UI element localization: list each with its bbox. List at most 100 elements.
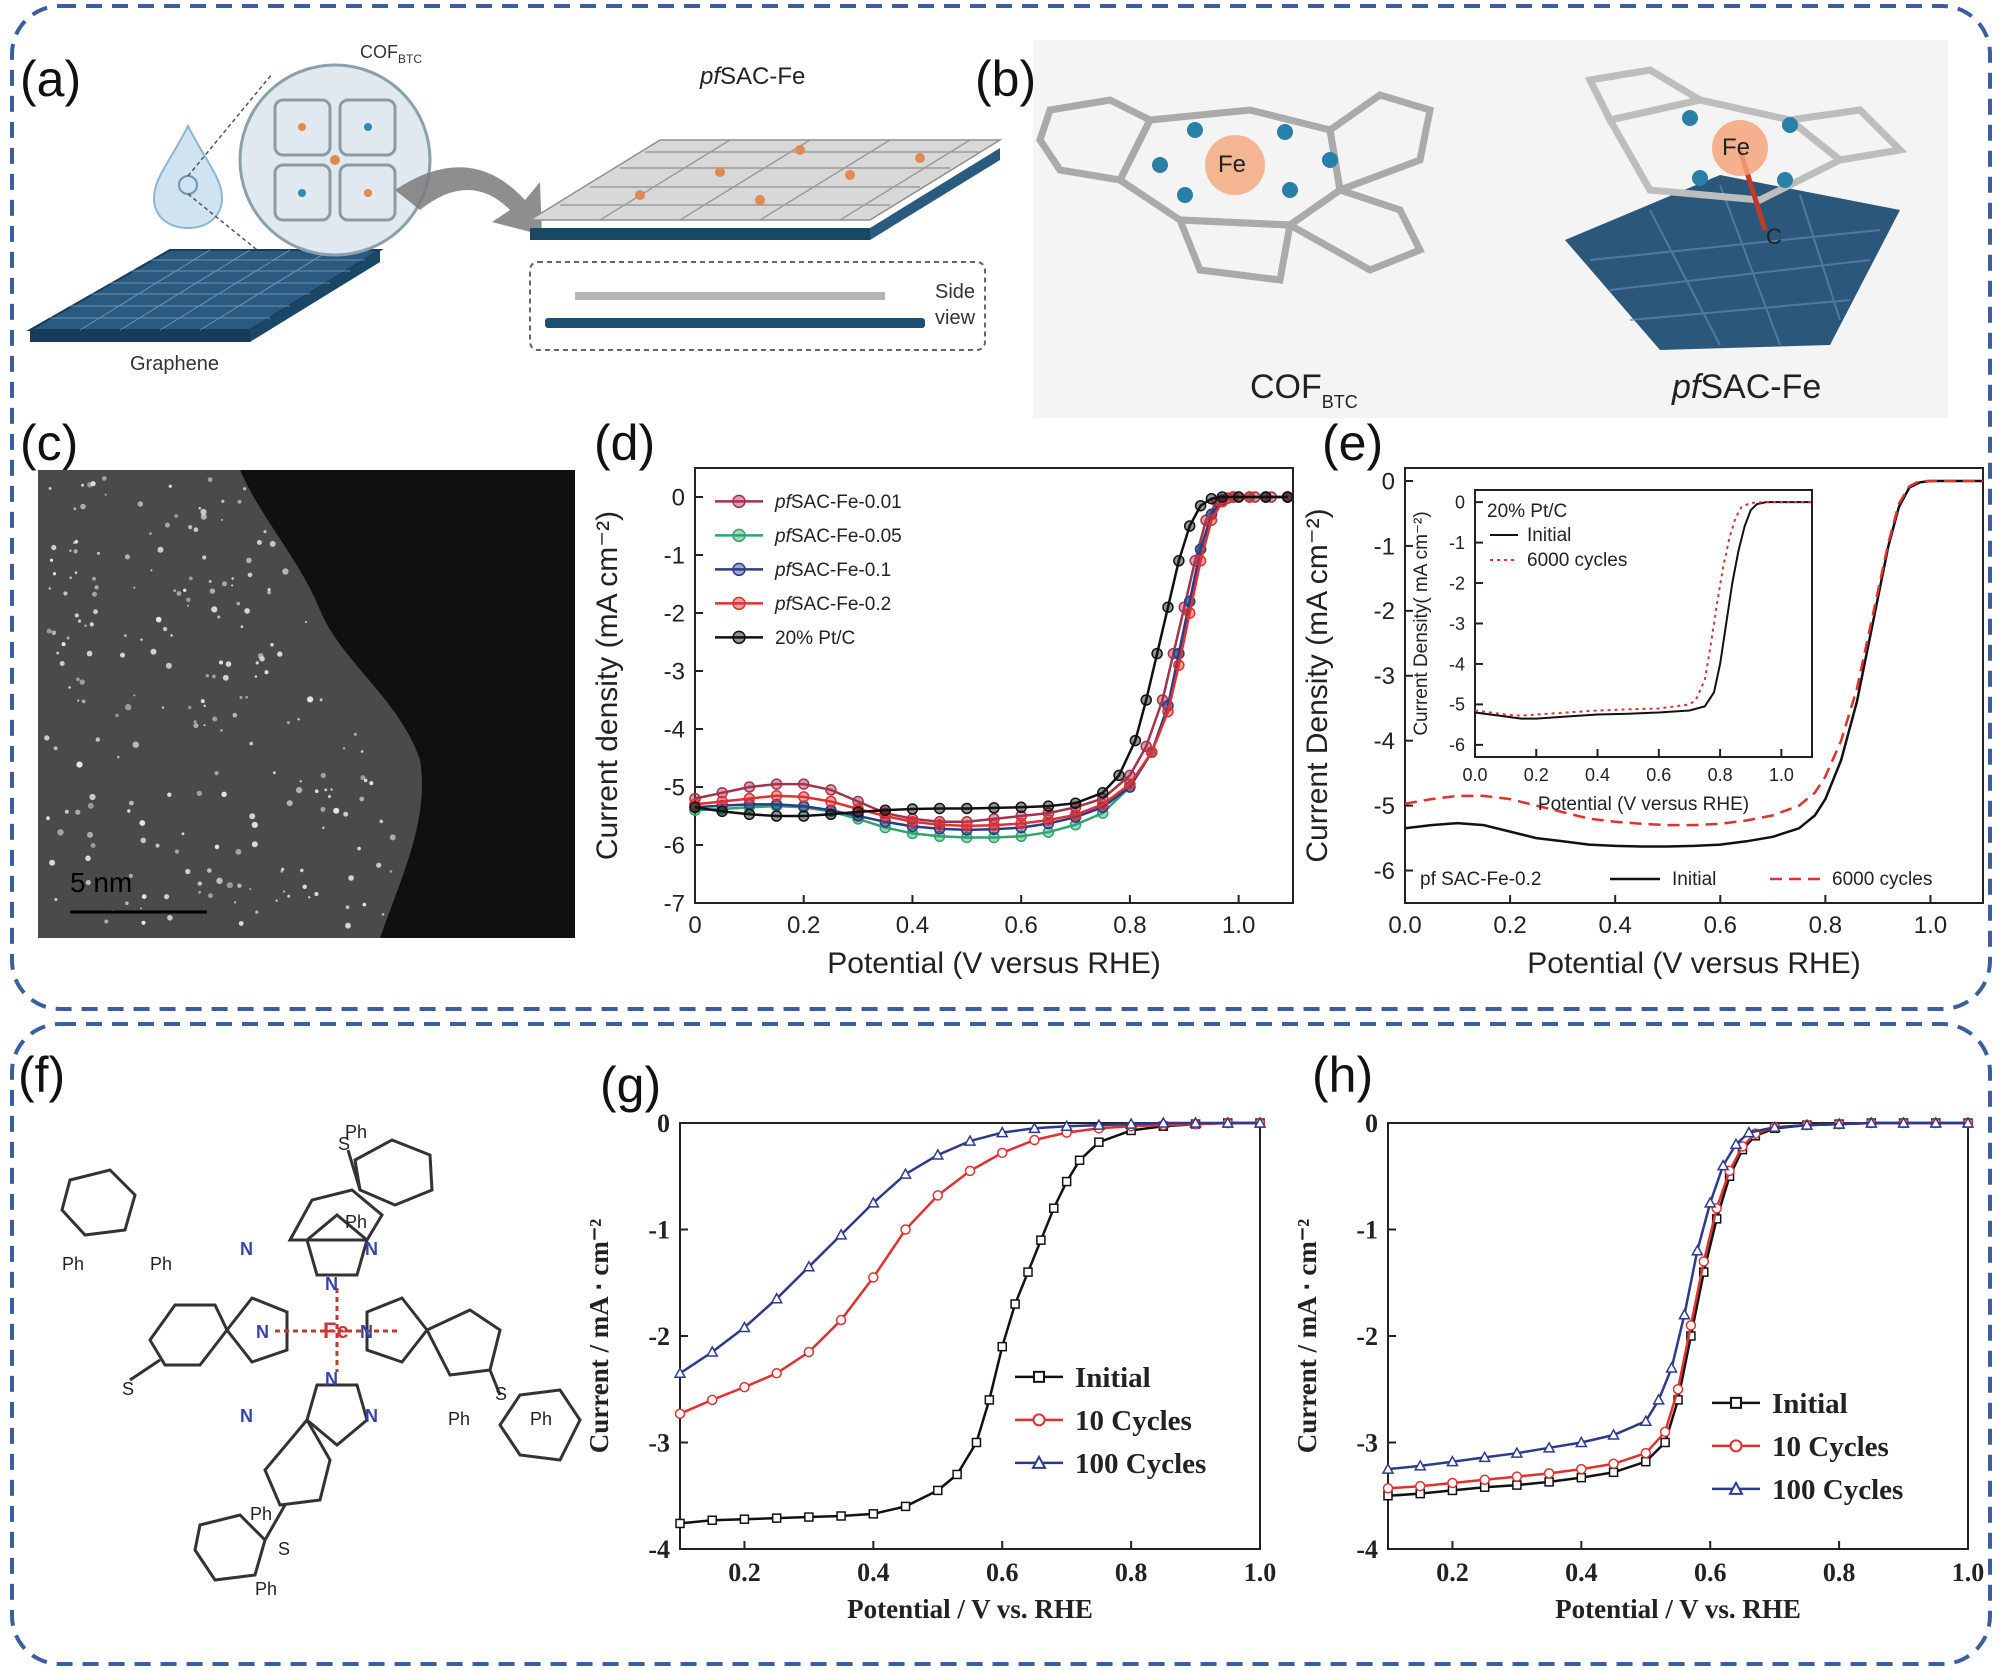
legend-marker bbox=[1728, 1480, 1744, 1495]
stem-atom-dot bbox=[188, 705, 192, 710]
stem-atom-dot bbox=[48, 487, 52, 490]
data-point bbox=[879, 804, 892, 816]
data-point bbox=[1865, 1116, 1878, 1128]
panel-b-label: (b) bbox=[975, 51, 1036, 107]
n-atom-label: N bbox=[360, 1322, 373, 1342]
data-point bbox=[743, 808, 756, 821]
side-view-inset: Side view bbox=[529, 261, 986, 351]
stem-atom-dot bbox=[124, 634, 127, 637]
x-tick-label: 0.2 bbox=[728, 1558, 761, 1587]
x-tick-label: 0.6 bbox=[986, 1558, 1019, 1587]
legend-label-prefix: pf bbox=[774, 560, 793, 581]
data-point bbox=[1253, 1116, 1267, 1128]
data-point bbox=[997, 1341, 1007, 1352]
data-point bbox=[952, 1469, 962, 1480]
y-tick-label: 0 bbox=[1382, 468, 1395, 495]
stem-atom-dot bbox=[56, 651, 60, 655]
stem-atom-dot bbox=[48, 587, 52, 590]
stem-atom-dot bbox=[222, 581, 227, 587]
stem-atom-dot bbox=[66, 636, 70, 640]
data-point bbox=[933, 802, 946, 815]
stem-atom-dot bbox=[207, 477, 213, 483]
data-point bbox=[825, 795, 837, 808]
legend-marker bbox=[732, 528, 746, 543]
data-point bbox=[1640, 1447, 1652, 1459]
y-tick-label: -2 bbox=[1356, 1322, 1378, 1351]
y-tick-label: -1 bbox=[664, 542, 685, 569]
stem-atom-dot bbox=[181, 832, 185, 836]
x-tick-label: 1.0 bbox=[1244, 1558, 1277, 1587]
stem-atom-dot bbox=[360, 750, 364, 753]
data-point bbox=[716, 787, 728, 799]
stem-atom-dot bbox=[247, 572, 253, 578]
stem-atom-dot bbox=[300, 868, 304, 873]
stem-atom-dot bbox=[196, 790, 203, 797]
data-point bbox=[835, 1314, 847, 1326]
legend-marker bbox=[732, 494, 746, 509]
y-tick-label: -4 bbox=[1356, 1535, 1378, 1564]
stem-atom-dot bbox=[203, 704, 206, 708]
stem-atom-dot bbox=[238, 921, 244, 926]
legend-marker bbox=[1033, 1370, 1045, 1383]
stem-atom-dot bbox=[249, 813, 256, 820]
data-point bbox=[836, 1511, 846, 1521]
stem-atom-dot bbox=[87, 831, 93, 838]
data-point bbox=[971, 1437, 982, 1448]
stem-atom-dot bbox=[282, 568, 289, 575]
stem-atom-dot bbox=[221, 499, 225, 503]
scale-bar-label: 5 nm bbox=[70, 867, 132, 898]
panel-h-label: (h) bbox=[1312, 1047, 1373, 1103]
data-point bbox=[1028, 1121, 1041, 1134]
stem-atom-dot bbox=[51, 544, 57, 551]
data-point bbox=[1232, 491, 1245, 503]
stem-atom-dot bbox=[73, 549, 78, 554]
stem-atom-dot bbox=[115, 713, 119, 718]
stem-atom-dot bbox=[345, 905, 350, 910]
series-line-1 bbox=[1404, 479, 1983, 827]
y-tick-label: 0 bbox=[672, 484, 685, 511]
stem-atom-dot bbox=[173, 589, 177, 593]
data-point bbox=[1194, 555, 1207, 567]
stem-atom-dot bbox=[161, 706, 165, 709]
stem-atom-dot bbox=[202, 555, 207, 560]
stem-atom-dot bbox=[141, 920, 146, 925]
legend-marker bbox=[732, 630, 746, 645]
panel-f-label: (f) bbox=[18, 1047, 65, 1103]
data-point bbox=[1060, 1119, 1073, 1131]
stem-atom-dot bbox=[231, 584, 234, 587]
data-point bbox=[770, 789, 783, 802]
stem-atom-dot bbox=[302, 884, 307, 889]
n-atom-label: N bbox=[256, 1322, 269, 1342]
data-point bbox=[1576, 1472, 1587, 1483]
y-tick-label: -2 bbox=[1374, 598, 1395, 625]
data-point bbox=[1478, 1450, 1491, 1463]
data-point bbox=[1074, 1155, 1085, 1166]
data-point bbox=[674, 1408, 686, 1419]
legend-label: pfSAC-Fe-0.1 bbox=[774, 560, 891, 581]
stem-atom-dot bbox=[140, 907, 142, 910]
data-point bbox=[963, 1134, 977, 1146]
data-point bbox=[834, 1228, 848, 1240]
stem-atom-dot bbox=[167, 915, 173, 921]
x-tick-label: 1.0 bbox=[1952, 1558, 1985, 1587]
stem-atom-dot bbox=[363, 778, 368, 783]
stem-atom-dot bbox=[320, 772, 326, 779]
stem-atom-dot bbox=[117, 755, 120, 759]
inset-legend-label: Initial bbox=[1527, 525, 1571, 546]
inset-legend-title: 20% Pt/C bbox=[1487, 501, 1567, 522]
data-point bbox=[1544, 1477, 1554, 1487]
stem-atom-dot bbox=[187, 604, 190, 607]
data-point bbox=[1698, 1256, 1710, 1267]
stem-atom-dot bbox=[239, 695, 243, 700]
stem-atom-dot bbox=[155, 616, 162, 623]
data-point bbox=[1716, 1159, 1730, 1171]
stem-atom-dot bbox=[68, 686, 71, 689]
data-point bbox=[1162, 705, 1174, 718]
x-axis-label: Potential / V vs. RHE bbox=[847, 1594, 1093, 1624]
data-point bbox=[770, 778, 783, 790]
stem-atom-dot bbox=[93, 609, 98, 615]
data-point bbox=[995, 1126, 1009, 1138]
y-tick-label: -4 bbox=[648, 1535, 670, 1564]
side-view-label: view bbox=[935, 307, 976, 329]
stem-atom-dot bbox=[186, 597, 191, 603]
